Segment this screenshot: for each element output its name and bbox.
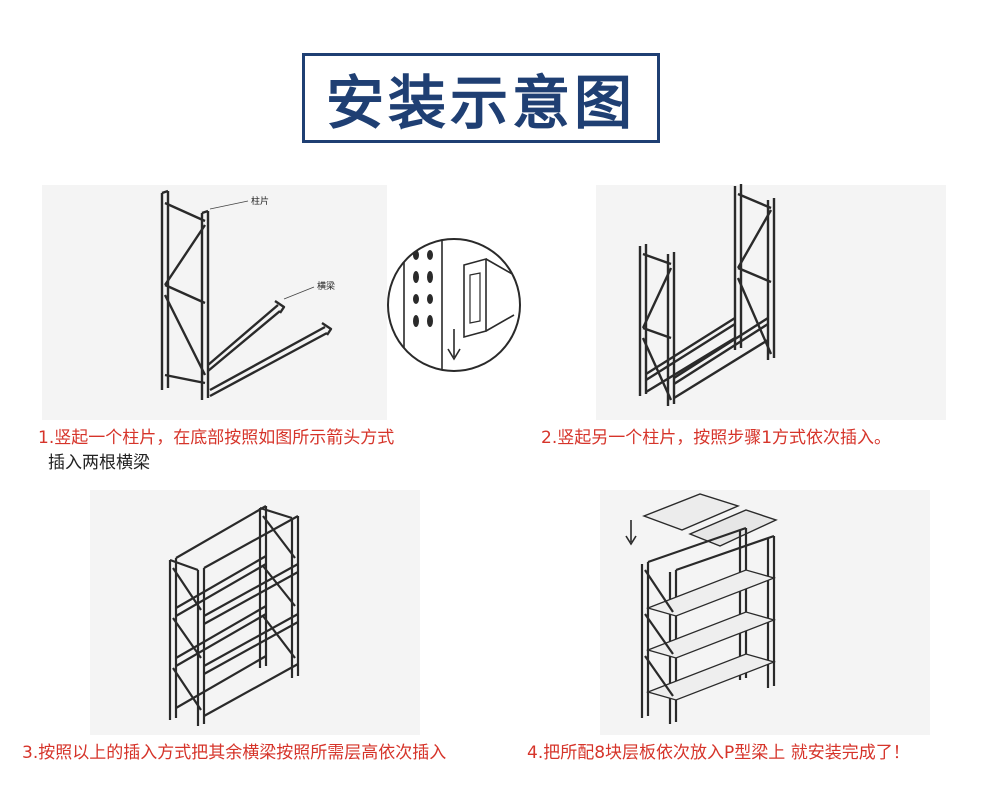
title-box: 安装示意图 (302, 53, 660, 143)
beam-label-leader (283, 286, 315, 300)
step3-illustration (168, 505, 300, 726)
step2-number: 2. (541, 428, 558, 448)
step1-number: 1. (38, 428, 55, 448)
panel-step1-background (42, 185, 387, 420)
step2-caption: 2.竖起另一个柱片，按照步骤1方式依次插入。 (541, 426, 891, 450)
page-title: 安装示意图 (325, 69, 636, 137)
step3-number: 3. (22, 743, 39, 763)
beam-insert-detail (387, 238, 521, 372)
step1-caption-line1: 1.竖起一个柱片，在底部按照如图所示箭头方式 (38, 426, 394, 450)
step2-illustration (638, 184, 776, 406)
step1-text-line2: 插入两根横梁 (48, 453, 150, 473)
step1-text: 竖起一个柱片，在底部按照如图所示箭头方式 (54, 428, 395, 448)
step4-number: 4. (527, 743, 544, 763)
step1-caption-line2: 插入两根横梁 (48, 451, 150, 475)
step1-illustration: 柱片 横梁 (160, 189, 335, 400)
column-label-leader (209, 200, 249, 210)
column-piece-label: 柱片 (251, 195, 269, 207)
step3-text: 按照以上的插入方式把其余横梁按照所需层高依次插入 (38, 743, 447, 763)
step2-text: 竖起另一个柱片，按照步骤1方式依次插入。 (557, 428, 892, 448)
beam-label: 横梁 (317, 280, 335, 292)
step3-caption: 3.按照以上的插入方式把其余横梁按照所需层高依次插入 (22, 741, 446, 765)
step4-text: 把所配8块层板依次放入P型梁上 就安装完成了！ (543, 743, 910, 763)
step4-caption: 4.把所配8块层板依次放入P型梁上 就安装完成了！ (527, 741, 910, 765)
step4-illustration (625, 493, 778, 724)
